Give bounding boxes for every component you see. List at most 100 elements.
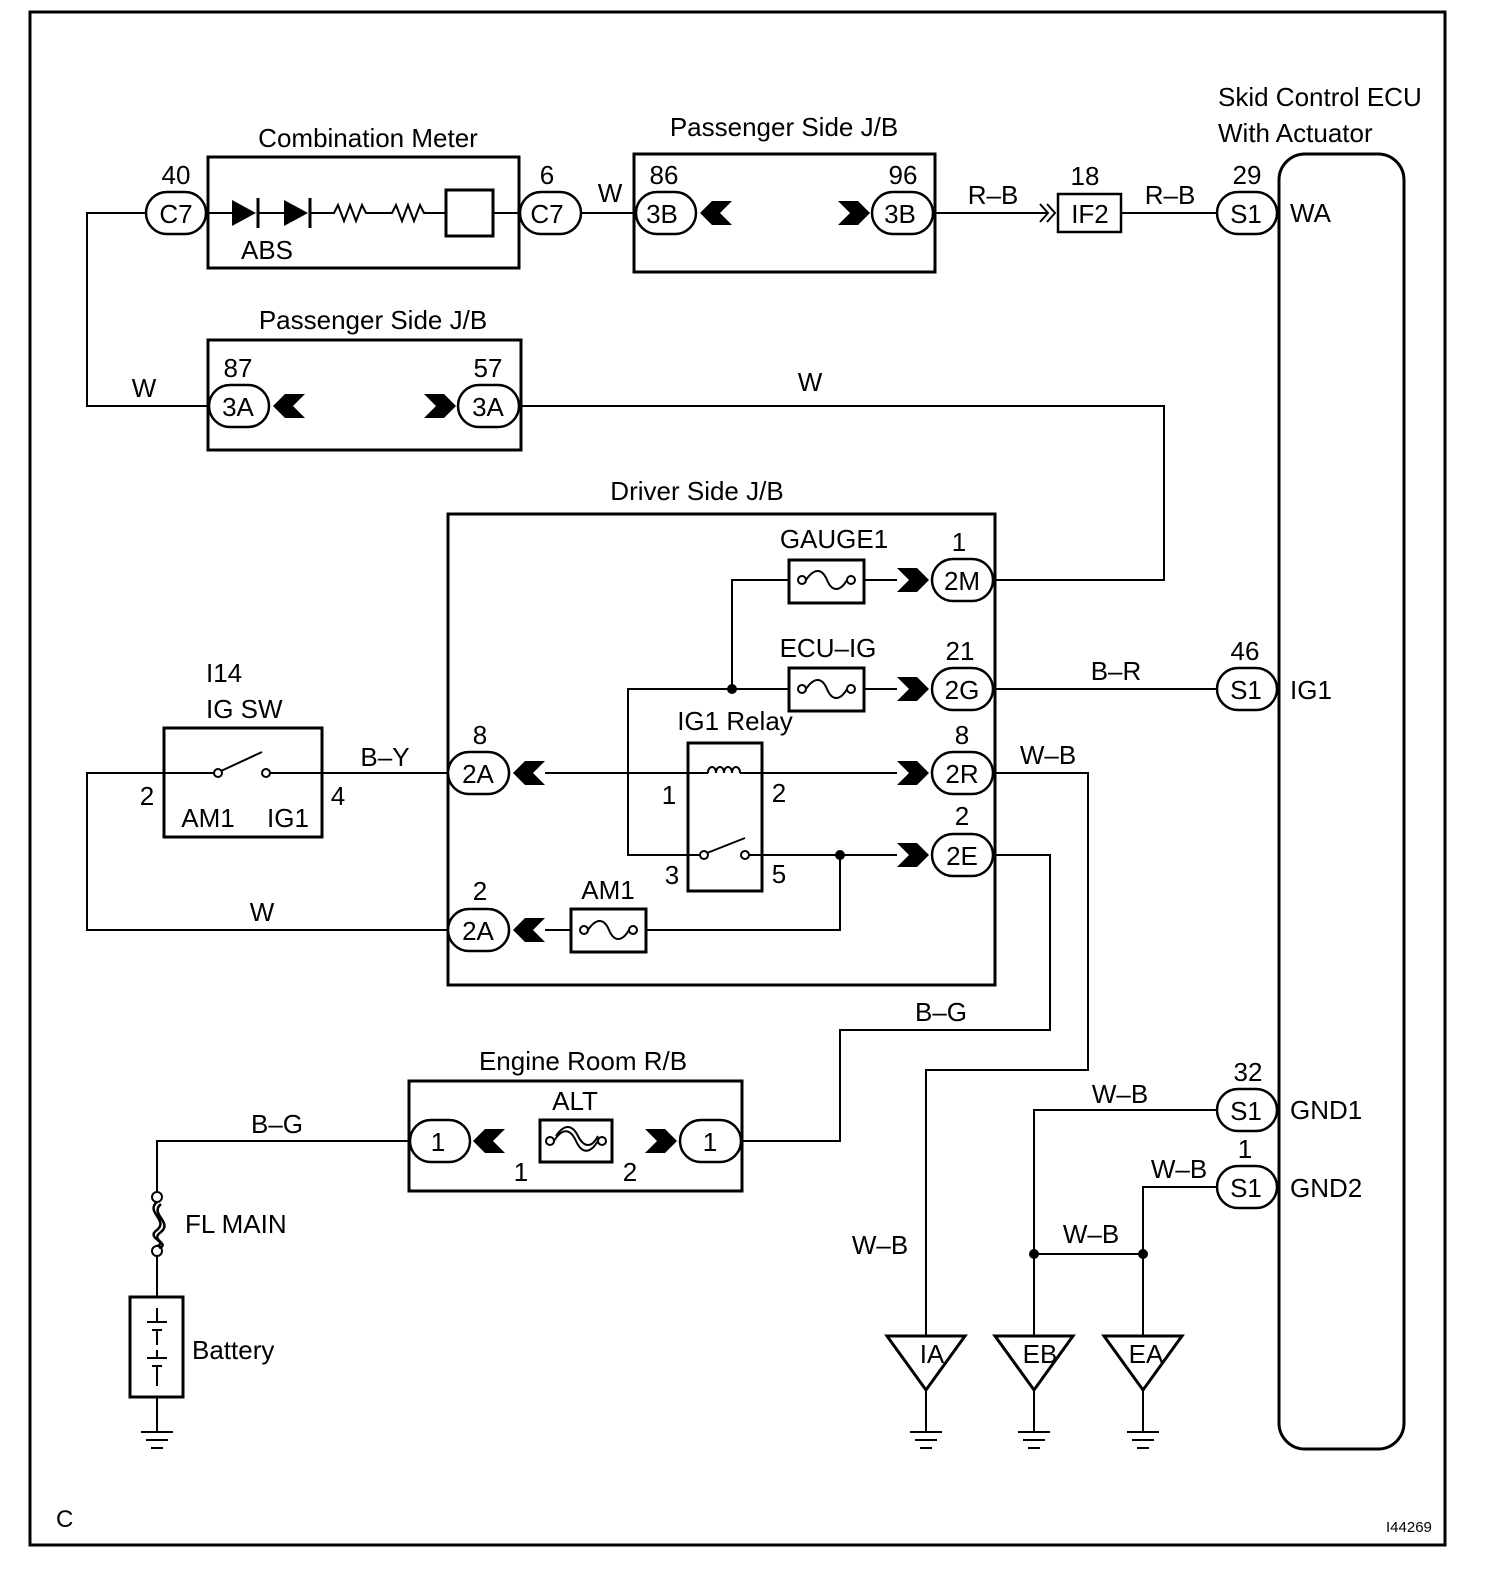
ground-icon [1127,1431,1159,1449]
connector-label: C7 [159,199,192,229]
connector-2a-bottom: 2A 2 [446,876,511,953]
combination-meter: Combination Meter ABS [206,123,521,270]
wire-label: W [798,367,823,397]
connector-3a-right [456,383,521,429]
abs-diode-2-icon [284,200,308,226]
pin-number: 1 [514,1157,528,1187]
connector-rb-right [678,1118,743,1164]
pin-number: 2 [140,781,154,811]
connector-label: S1 [1230,199,1262,229]
junction-dot [835,850,845,860]
wire-label: W–B [1063,1219,1119,1249]
ground-label: IA [920,1339,945,1369]
fusible-link-icon [553,1126,599,1152]
connector-label: 2E [946,841,978,871]
terminal-label: IG1 [1290,675,1332,705]
pin-number: 18 [1071,161,1100,191]
connector-2r: 2R 8 [930,720,995,796]
junction-dot [1029,1249,1039,1259]
fuse-ecu-ig: ECU–IG [780,633,876,713]
ignition-switch: I14 IG SW AM1 IG1 2 4 [140,658,345,839]
connector-3a-left [207,383,271,429]
pin-number: 40 [162,160,191,190]
connector-rb-left [408,1118,472,1164]
combination-meter-label: Combination Meter [258,123,478,153]
pin-number: 2 [623,1157,637,1187]
ground-label: EA [1129,1339,1164,1369]
wire-label: B–Y [360,742,409,772]
switch-icon [220,751,263,772]
relay-switch-icon [706,837,746,854]
ground-point-ia: IA [884,1334,968,1393]
ecu-label-line1: Skid Control ECU [1218,82,1422,112]
terminal-arrow-icon [897,843,929,867]
connector-label: 2A [462,916,494,946]
connector-label: 3A [472,392,504,422]
connector-s1-wa: S1 29 WA [1215,160,1332,236]
passenger-side-jb-top: Passenger Side J/B 3B 86 3B 96 [632,112,937,274]
pin-number: 32 [1234,1057,1263,1087]
wire-label: W–B [1151,1154,1207,1184]
terminal-label: IG1 [267,803,309,833]
component-code: I14 [206,658,242,688]
connector-s1-gnd1: S1 32 GND1 [1215,1057,1362,1133]
fl-main-label: FL MAIN [185,1209,287,1239]
pin-number: 5 [772,859,786,889]
connector-label: 2M [944,566,980,596]
wire-label: W–B [1020,740,1076,770]
fuse-label: AM1 [581,875,634,905]
junction-dot [1138,1249,1148,1259]
connector-label: 3B [884,199,916,229]
connector-if2: IF2 18 [1056,161,1123,234]
fuse-icon [805,679,848,699]
connector-label: 2R [945,759,978,789]
connector-label: IF2 [1071,199,1109,229]
ground-point-ea: EA [1101,1334,1185,1393]
ig1-relay: IG1 Relay 1 2 3 5 [662,706,793,893]
wire-label: W–B [852,1230,908,1260]
pin-number: 86 [650,160,679,190]
ig-sw-label: IG SW [206,694,283,724]
pin-number: 1 [952,527,966,557]
diagram-frame [28,10,1447,1547]
terminal-arrow-icon [897,568,929,592]
pin-number: 8 [955,720,969,750]
fusible-link-icon [152,1201,166,1250]
connector-label: 3B [646,199,678,229]
ground-point-eb: EB [992,1334,1076,1393]
connector-label: S1 [1230,1096,1262,1126]
ground-icon [141,1431,173,1449]
connector-s1-ig1: S1 46 IG1 [1215,636,1332,712]
wire-label: B–G [915,997,967,1027]
terminal-label: WA [1290,198,1332,228]
ground-label: EB [1023,1339,1058,1369]
driver-side-jb: Driver Side J/B [446,476,997,987]
terminal-arrow-icon [700,201,732,225]
passenger-side-jb-lower: Passenger Side J/B 3A 87 3A 57 [206,305,523,452]
ground-icon [1018,1431,1050,1449]
ground-icon [910,1431,942,1449]
connector-s1-gnd2: S1 1 GND2 [1215,1134,1362,1210]
connector-label: C7 [530,199,563,229]
pin-number: 2 [955,801,969,831]
figure-id: I44269 [1386,1519,1432,1536]
terminal-arrow-icon [513,761,545,785]
pin-number: 4 [331,781,345,811]
connector-c7-right: C7 6 [518,160,583,236]
pin-number: 1 [662,780,676,810]
connector-2e: 2E 2 [930,801,995,878]
connector-label: 3A [222,392,254,422]
connector-label: S1 [1230,675,1262,705]
engine-room-rb: Engine Room R/B 1 1 ALT 1 2 [407,1046,744,1193]
terminal-arrow-icon [273,394,305,418]
fuse-label: ALT [552,1086,598,1116]
pin-number: 21 [946,636,975,666]
terminal-arrow-icon [424,394,456,418]
ecu-label-line2: With Actuator [1218,118,1373,148]
terminal-arrow-icon [473,1129,505,1153]
connector-3b-right [870,190,935,236]
skid-control-ecu: Skid Control ECU With Actuator [1218,82,1422,1451]
fuse-icon [805,570,848,590]
pin-number: 46 [1231,636,1260,666]
fuse-label: GAUGE1 [780,524,888,554]
